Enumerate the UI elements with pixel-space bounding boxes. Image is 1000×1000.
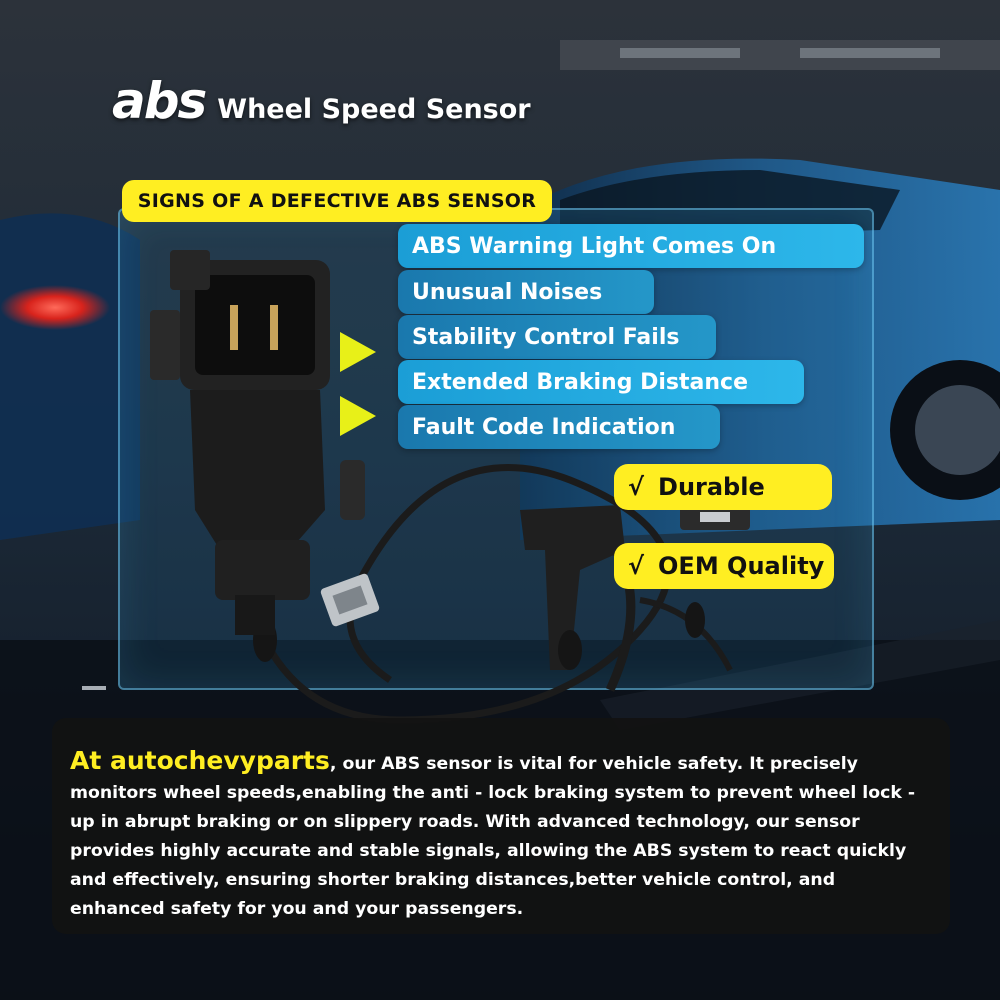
sign-stability-control: Stability Control Fails — [398, 315, 716, 359]
feature-label: OEM Quality — [658, 552, 825, 580]
checkmark-icon: √ — [628, 552, 645, 580]
panel-tab-label: SIGNS OF A DEFECTIVE ABS SENSOR — [122, 180, 552, 222]
checkmark-icon: √ — [628, 473, 645, 501]
page-title: Wheel Speed Sensor — [217, 94, 531, 125]
brand-name: At autochevyparts — [70, 746, 330, 775]
sign-fault-code: Fault Code Indication — [398, 405, 720, 449]
arrow-right-icon — [340, 332, 376, 372]
sign-warning-light: ABS Warning Light Comes On — [398, 224, 864, 268]
feature-label: Durable — [658, 473, 765, 501]
feature-oem-quality: √ OEM Quality — [614, 543, 834, 589]
description-box: At autochevyparts, our ABS sensor is vit… — [52, 718, 950, 934]
sensor-connector-image — [150, 250, 750, 724]
abs-logo: abs — [112, 72, 207, 130]
description-text: , our ABS sensor is vital for vehicle sa… — [70, 754, 916, 919]
brand-header: abs Wheel Speed Sensor — [112, 72, 531, 130]
sign-unusual-noises: Unusual Noises — [398, 270, 654, 314]
sign-braking-distance: Extended Braking Distance — [398, 360, 804, 404]
feature-durable: √ Durable — [614, 464, 832, 510]
arrow-right-icon — [340, 396, 376, 436]
